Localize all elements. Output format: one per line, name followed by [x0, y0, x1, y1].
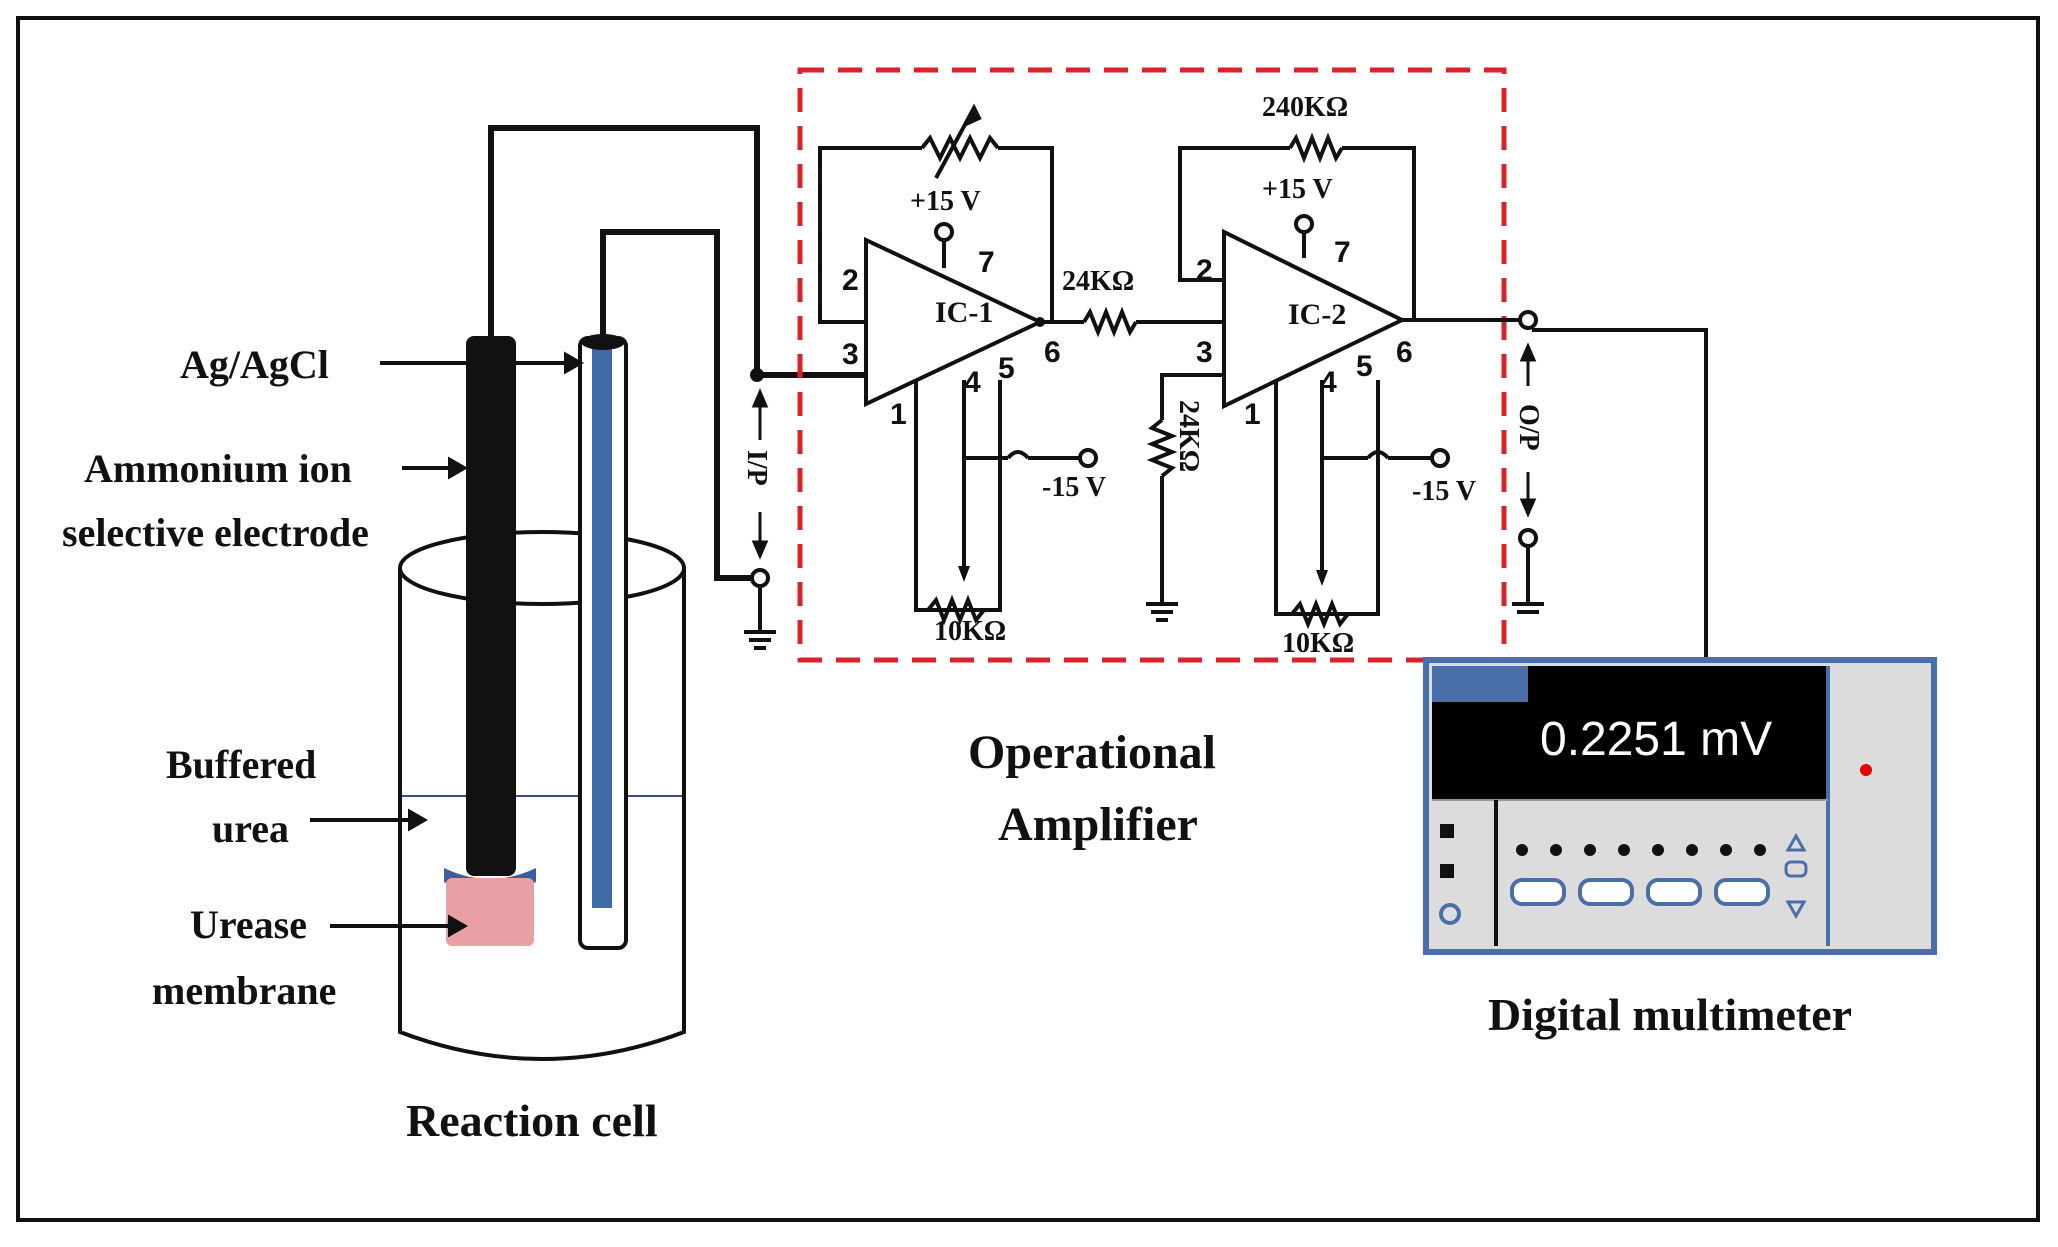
wire-ise-to-input	[488, 125, 760, 375]
input-wiring	[488, 125, 866, 581]
ic2-triangle	[1222, 228, 1407, 410]
label-digital-multimeter: Digital multimeter	[1488, 989, 1852, 1040]
dmm-reading: 0.2251 mV	[1540, 713, 1772, 766]
pot2-10k-label: 10KΩ	[1282, 628, 1354, 659]
ic1-plus15-label: +15 V	[910, 186, 981, 217]
input-label: I/P	[741, 450, 772, 486]
label-urease-line2: membrane	[152, 968, 336, 1013]
input-arrows	[751, 388, 769, 560]
label-reaction-cell: Reaction cell	[406, 1095, 658, 1146]
dmm-power-button[interactable]	[1439, 903, 1461, 925]
ic2-wiring	[1146, 132, 1708, 660]
ic2-pin1: 1	[1244, 398, 1261, 431]
ic2-plus15-label: +15 V	[1262, 174, 1333, 205]
ic1-pin7: 7	[978, 246, 995, 279]
input-terminal	[750, 568, 770, 588]
op-amp-circuit	[818, 103, 1224, 626]
ic2-pin5: 5	[1356, 350, 1373, 383]
ic1-pot-wiper	[958, 566, 970, 582]
dmm-key-dots	[1516, 844, 1766, 856]
output-ground-terminal	[1518, 528, 1538, 548]
ammonium-ion-selective-electrode	[466, 336, 516, 876]
ic1-output-node	[1035, 317, 1045, 327]
dmm-up-arrow-icon[interactable]	[1785, 832, 1807, 852]
dmm-key-3[interactable]	[1646, 878, 1702, 906]
label-buffered-line1: Buffered	[166, 742, 316, 787]
dmm-down-arrow-icon[interactable]	[1785, 900, 1807, 920]
ic1-pin1: 1	[890, 398, 907, 431]
feedback-240k-label: 240KΩ	[1262, 92, 1348, 123]
reference-electrode-top	[581, 334, 625, 350]
digital-multimeter: 0.2251 mV	[1423, 657, 1937, 955]
ic2-minus15-label: -15 V	[1412, 476, 1476, 507]
dmm-key-2[interactable]	[1578, 878, 1634, 906]
ic1-pin3: 3	[842, 338, 859, 371]
wire-ref-to-ground	[600, 229, 758, 581]
ic1-pin4: 4	[964, 366, 981, 399]
ic1-plus15-terminal	[934, 222, 954, 242]
dmm-key-4[interactable]	[1714, 878, 1770, 906]
dmm-enter-key[interactable]	[1784, 860, 1808, 878]
label-ag-agcl: Ag/AgCl	[180, 342, 329, 387]
label-urease-line1: Urease	[190, 902, 307, 947]
ground-symbol-input	[744, 586, 776, 650]
ic2-pot-wiper	[1316, 570, 1328, 586]
dmm-key-1[interactable]	[1510, 878, 1566, 906]
ic2-plus15-terminal	[1294, 214, 1314, 234]
label-arrows	[310, 351, 585, 938]
ic2-pin4: 4	[1320, 366, 1337, 399]
label-opamp-line1: Operational	[968, 726, 1216, 779]
dmm-indicator-light	[1860, 764, 1872, 776]
dmm-left-button-2[interactable]	[1440, 864, 1454, 878]
ic2-pin6: 6	[1396, 336, 1413, 369]
ic2-label: IC-2	[1288, 298, 1346, 331]
ic1-pin2: 2	[842, 264, 859, 297]
ic2-minus15-terminal	[1430, 448, 1450, 468]
ic2-pin3: 3	[1196, 336, 1213, 369]
reaction-cell	[398, 334, 686, 1061]
urease-membrane	[446, 878, 534, 946]
ic2-pin7: 7	[1334, 236, 1351, 269]
beaker-body	[398, 568, 686, 1061]
dmm-screen-tab	[1432, 666, 1528, 702]
dmm-left-button-1[interactable]	[1440, 824, 1454, 838]
output-arrows	[1519, 342, 1537, 518]
output-label: O/P	[1513, 404, 1544, 451]
output-terminal	[1518, 310, 1538, 330]
series-24k-label: 24KΩ	[1062, 266, 1134, 297]
ic1-minus15-terminal	[1078, 448, 1098, 468]
figure-border	[16, 16, 2040, 1222]
input-node	[750, 368, 764, 382]
opamp-dashed-boundary	[797, 67, 1507, 663]
label-ammonium-line2: selective electrode	[62, 510, 369, 555]
ic1-minus15-label: -15 V	[1042, 472, 1106, 503]
ag-agcl-wire	[592, 346, 612, 908]
ic1-pin6: 6	[1044, 336, 1061, 369]
label-buffered-line2: urea	[212, 806, 289, 851]
ic2-pin2: 2	[1196, 254, 1213, 287]
label-ammonium-line1: Ammonium ion	[84, 446, 352, 491]
ground-24k-label: 24KΩ	[1173, 400, 1204, 472]
beaker-rim	[398, 530, 686, 606]
ground-symbols-opamp	[1146, 546, 1544, 622]
label-opamp-line2: Amplifier	[998, 798, 1198, 851]
ic1-label: IC-1	[935, 296, 993, 329]
pot1-10k-label: 10KΩ	[934, 616, 1006, 647]
ic1-pin5: 5	[998, 352, 1015, 385]
